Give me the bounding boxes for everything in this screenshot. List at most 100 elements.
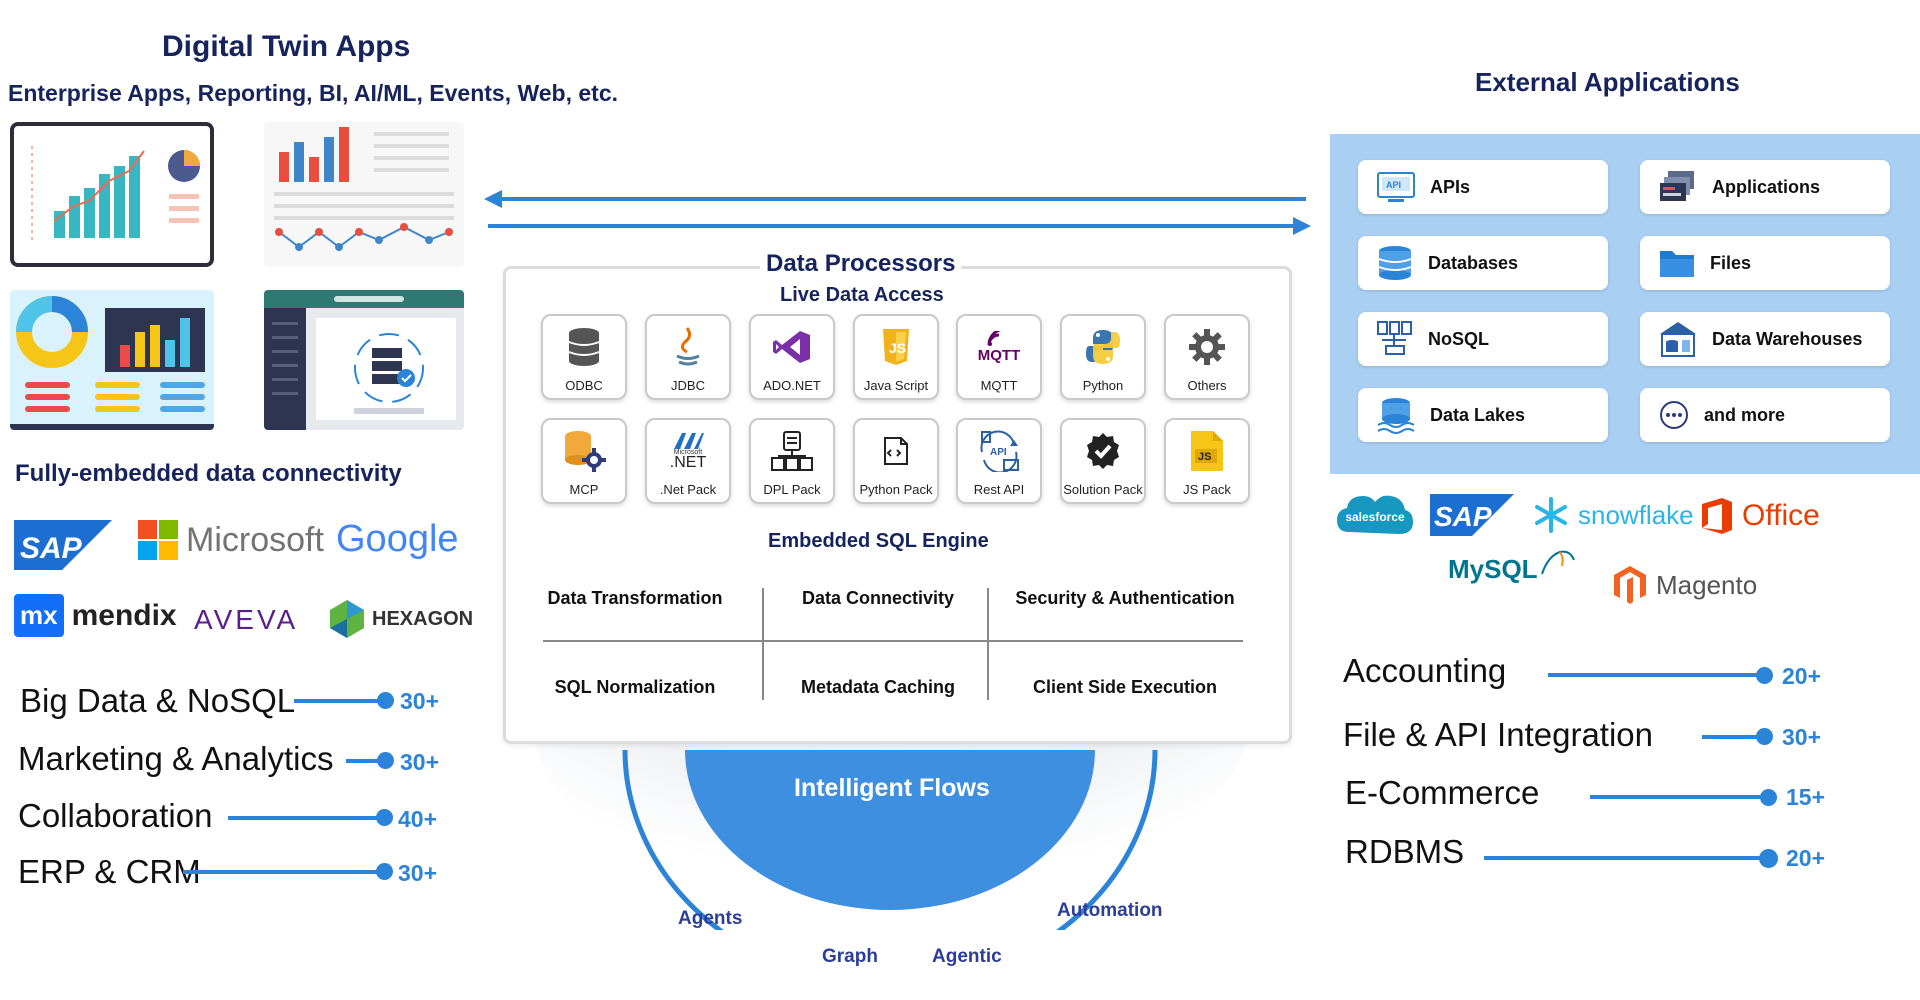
right-category-dot-1 [1756,667,1773,684]
right-category-count-1: 20+ [1782,663,1822,689]
tile-ado-net-label: ADO.NET [763,378,821,393]
feature-data-transformation: Data Transformation [547,588,723,608]
card-nosql[interactable]: NoSQL [1358,312,1608,366]
warehouse-icon [1660,322,1696,357]
tile-mqtt[interactable]: MQTT MQTT [956,314,1042,400]
tile-javascript[interactable]: JS Java Script [853,314,939,400]
snowflake-logo: snowflake [1532,496,1694,534]
right-category-label-2: File & API Integration [1343,716,1654,753]
tile-others[interactable]: Others [1164,314,1250,400]
tile-solution-pack-label: Solution Pack [1063,482,1143,497]
mcp-icon [565,431,606,472]
flow-label-graph: Graph [822,946,878,967]
left-category-label-2: Marketing & Analytics [18,740,334,777]
office-logo-text: Office [1742,499,1820,532]
card-files[interactable]: Files [1640,236,1890,290]
folder-icon [1660,251,1694,277]
feature-grid-vline-2 [987,588,989,700]
card-and-more[interactable]: and more [1640,388,1890,442]
tile-solution-pack[interactable]: Solution Pack [1060,418,1146,504]
tile-rest-api[interactable]: API Rest API [956,418,1042,504]
tile-js-pack[interactable]: JS JS Pack [1164,418,1250,504]
hexagon-logo-text: HEXAGON [372,607,474,630]
left-category-dot-1 [377,692,394,709]
left-category-label-4: ERP & CRM [18,853,201,890]
js-file-icon: JS [1191,431,1223,471]
mendix-logo-text: mendix [71,598,177,632]
right-category-line-3 [1590,795,1770,799]
tile-python-pack[interactable]: Python Pack [853,418,939,504]
feature-grid-hline [543,640,1243,642]
more-dots-icon [1660,401,1688,429]
solution-badge-icon [1087,433,1119,469]
javascript-icon-text: JS [889,340,906,356]
microsoft-logo: Microsoft [138,520,324,560]
aveva-logo: AVEVA [194,604,298,636]
right-category-label-1: Accounting [1343,652,1507,689]
right-category-dot-2 [1756,728,1773,745]
data-lake-icon [1377,398,1415,434]
right-category-dot-3 [1760,789,1777,806]
feature-sql-normalization: SQL Normalization [554,677,716,697]
tile-python-label: Python [1082,378,1124,393]
card-data-lakes[interactable]: Data Lakes [1358,388,1608,442]
google-logo-text: Google [336,518,459,560]
tablet-chart-illustration [10,122,214,267]
tile-python[interactable]: Python [1060,314,1146,400]
api-monitor-icon: API [1377,172,1415,202]
card-applications[interactable]: Applications [1640,160,1890,214]
left-category-count-3: 40+ [398,806,438,832]
tile-ado-net[interactable]: ADO.NET [749,314,835,400]
tile-dpl-pack-label: DPL Pack [763,482,821,497]
dotnet-icon [673,432,704,449]
feature-client-side-execution: Client Side Execution [1032,677,1218,697]
right-category-line-4 [1484,856,1772,860]
left-category-line-2 [346,759,386,763]
mqtt-icon [987,330,1002,346]
left-category-line-3 [228,816,383,820]
tile-mcp[interactable]: MCP [541,418,627,504]
left-category-dot-4 [376,863,393,880]
flow-label-agents: Agents [678,908,743,929]
sap-logo-right-text: SAP [1434,501,1492,532]
tile-odbc-label: ODBC [565,378,603,393]
right-category-count-2: 30+ [1782,724,1822,750]
salesforce-logo-text: salesforce [1345,510,1405,524]
left-category-dot-2 [377,752,394,769]
dotnet-small-text: Microsoft [673,448,703,456]
tile-mcp-label: MCP [569,482,599,497]
tile-dpl-pack[interactable]: DPL Pack [749,418,835,504]
python-pack-icon [884,437,908,465]
rest-api-icon: API [980,430,1019,472]
sap-logo-right: SAP [1430,494,1514,536]
tile-jdbc-label: JDBC [671,378,705,393]
right-category-label-3: E-Commerce [1345,774,1540,811]
external-applications-title: External Applications [1475,67,1740,97]
microsoft-logo-text: Microsoft [186,520,324,559]
tile-mqtt-label: MQTT [980,378,1018,393]
left-category-label-3: Collaboration [18,797,213,834]
tile-rest-api-label: Rest API [973,482,1025,497]
live-data-access-label: Live Data Access [780,284,944,306]
right-category-label-4: RDBMS [1345,833,1465,870]
tile-dotnet-pack[interactable]: Microsoft.NET .Net Pack [645,418,731,504]
card-databases[interactable]: Databases [1358,236,1608,290]
tile-odbc[interactable]: ODBC [541,314,627,400]
data-processors-title: Data Processors [760,250,962,278]
aveva-logo-text: AVEVA [194,604,299,635]
card-data-warehouses[interactable]: Data Warehouses [1640,312,1890,366]
card-apis[interactable]: API APIs [1358,160,1608,214]
flow-label-agentic: Agentic [932,946,1002,967]
salesforce-logo: salesforce [1335,488,1415,542]
rest-api-icon-text: API [990,447,1007,458]
tile-jdbc[interactable]: JDBC [645,314,731,400]
right-category-line-2 [1702,735,1768,739]
feature-grid-vline-1 [762,588,764,700]
intelligent-flows-title: Intelligent Flows [794,774,990,802]
card-and-more-label: and more [1704,404,1786,425]
office-logo: Office [1700,496,1820,536]
card-nosql-label: NoSQL [1428,328,1489,349]
google-logo: Google [336,518,459,561]
embedded-connectivity-heading: Fully-embedded data connectivity [15,460,402,487]
card-files-label: Files [1710,252,1752,273]
